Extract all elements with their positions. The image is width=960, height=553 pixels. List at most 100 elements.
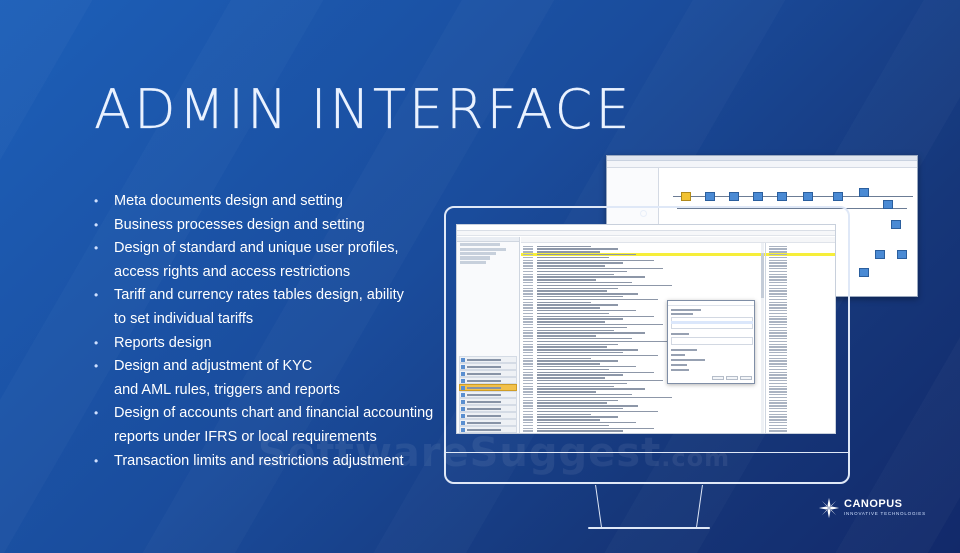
table-row [521, 413, 835, 416]
table-row [521, 326, 835, 329]
nav-item [459, 419, 517, 426]
folder-icon [461, 393, 465, 397]
nav-item [459, 405, 517, 412]
nav-item [459, 363, 517, 370]
dialog-titlebar [668, 301, 754, 306]
row-name [537, 410, 658, 413]
row-code [523, 259, 533, 261]
row-code [523, 346, 533, 348]
folder-icon [461, 365, 465, 369]
nav-item [459, 412, 517, 419]
app-menubar [457, 231, 835, 236]
table-row [521, 377, 835, 380]
table-row [521, 416, 835, 419]
row-type [769, 379, 787, 382]
row-type [769, 273, 787, 275]
row-name [537, 321, 605, 323]
row-code [523, 293, 533, 295]
dialog-field-label [671, 359, 705, 361]
row-name [537, 396, 672, 399]
workflow-node [891, 220, 901, 229]
row-type [769, 363, 787, 365]
row-code [523, 335, 533, 337]
row-code [523, 424, 533, 427]
row-code [523, 279, 533, 281]
dialog-field-label [671, 313, 693, 315]
row-name [537, 379, 663, 382]
row-code [523, 309, 533, 312]
nav-item [459, 426, 517, 433]
table-row [521, 365, 835, 368]
row-name [537, 349, 638, 351]
table-row [521, 287, 835, 290]
folder-icon [461, 400, 465, 404]
row-name [537, 382, 627, 385]
row-code [523, 421, 533, 424]
row-type [769, 315, 787, 317]
scrollbar-thumb [761, 253, 764, 298]
row-name [537, 335, 596, 337]
table-row [521, 371, 835, 374]
table-row [521, 337, 835, 340]
row-code [523, 337, 533, 340]
webcam-icon [640, 210, 647, 217]
row-code [523, 284, 533, 287]
table-row [521, 284, 835, 287]
table-row [521, 335, 835, 338]
row-type [769, 357, 787, 359]
row-name [537, 326, 627, 329]
row-type [769, 340, 787, 343]
row-name [537, 374, 623, 376]
row-name [537, 315, 654, 317]
table-row [521, 262, 835, 265]
row-name [537, 312, 609, 315]
row-code [523, 245, 533, 247]
row-code [523, 295, 533, 298]
row-type [769, 256, 787, 259]
row-code [523, 410, 533, 413]
row-type [769, 323, 787, 326]
nav-item-label [467, 401, 501, 403]
workflow-node [897, 250, 907, 259]
bullet-icon: • [94, 335, 99, 350]
row-code [523, 332, 533, 334]
row-name [537, 343, 618, 345]
row-name [537, 298, 658, 301]
row-name [537, 377, 605, 379]
row-type [769, 385, 787, 387]
row-code [523, 360, 533, 362]
row-name [537, 368, 609, 371]
row-name [537, 357, 591, 359]
row-type [769, 332, 787, 334]
bullet-icon: • [94, 241, 99, 256]
row-type [769, 265, 787, 267]
row-name [537, 293, 638, 295]
row-type [769, 251, 787, 253]
workflow-node [777, 192, 787, 201]
table-row [521, 293, 835, 296]
row-type [769, 430, 787, 432]
row-type [769, 298, 787, 301]
row-code [523, 349, 533, 351]
row-code [523, 416, 533, 418]
row-code [523, 365, 533, 368]
row-code [523, 251, 533, 253]
row-type [769, 312, 787, 315]
table-row [521, 393, 835, 396]
row-code [523, 371, 533, 373]
row-type [769, 365, 787, 368]
row-code [523, 253, 533, 256]
row-name [537, 385, 614, 387]
dialog-checkbox-label [671, 364, 687, 366]
row-code [523, 379, 533, 382]
table-row [521, 309, 835, 312]
row-type [769, 329, 787, 331]
workflow-connector [677, 208, 907, 209]
row-code [523, 363, 533, 365]
watermark: SoftwareSuggest.com [258, 430, 730, 476]
bullet-icon: • [94, 194, 99, 208]
feature-text-continued: reports under IFRS or local requirements [114, 428, 377, 445]
row-type [769, 371, 787, 373]
dialog-field-label [671, 349, 697, 351]
row-name [537, 251, 600, 253]
